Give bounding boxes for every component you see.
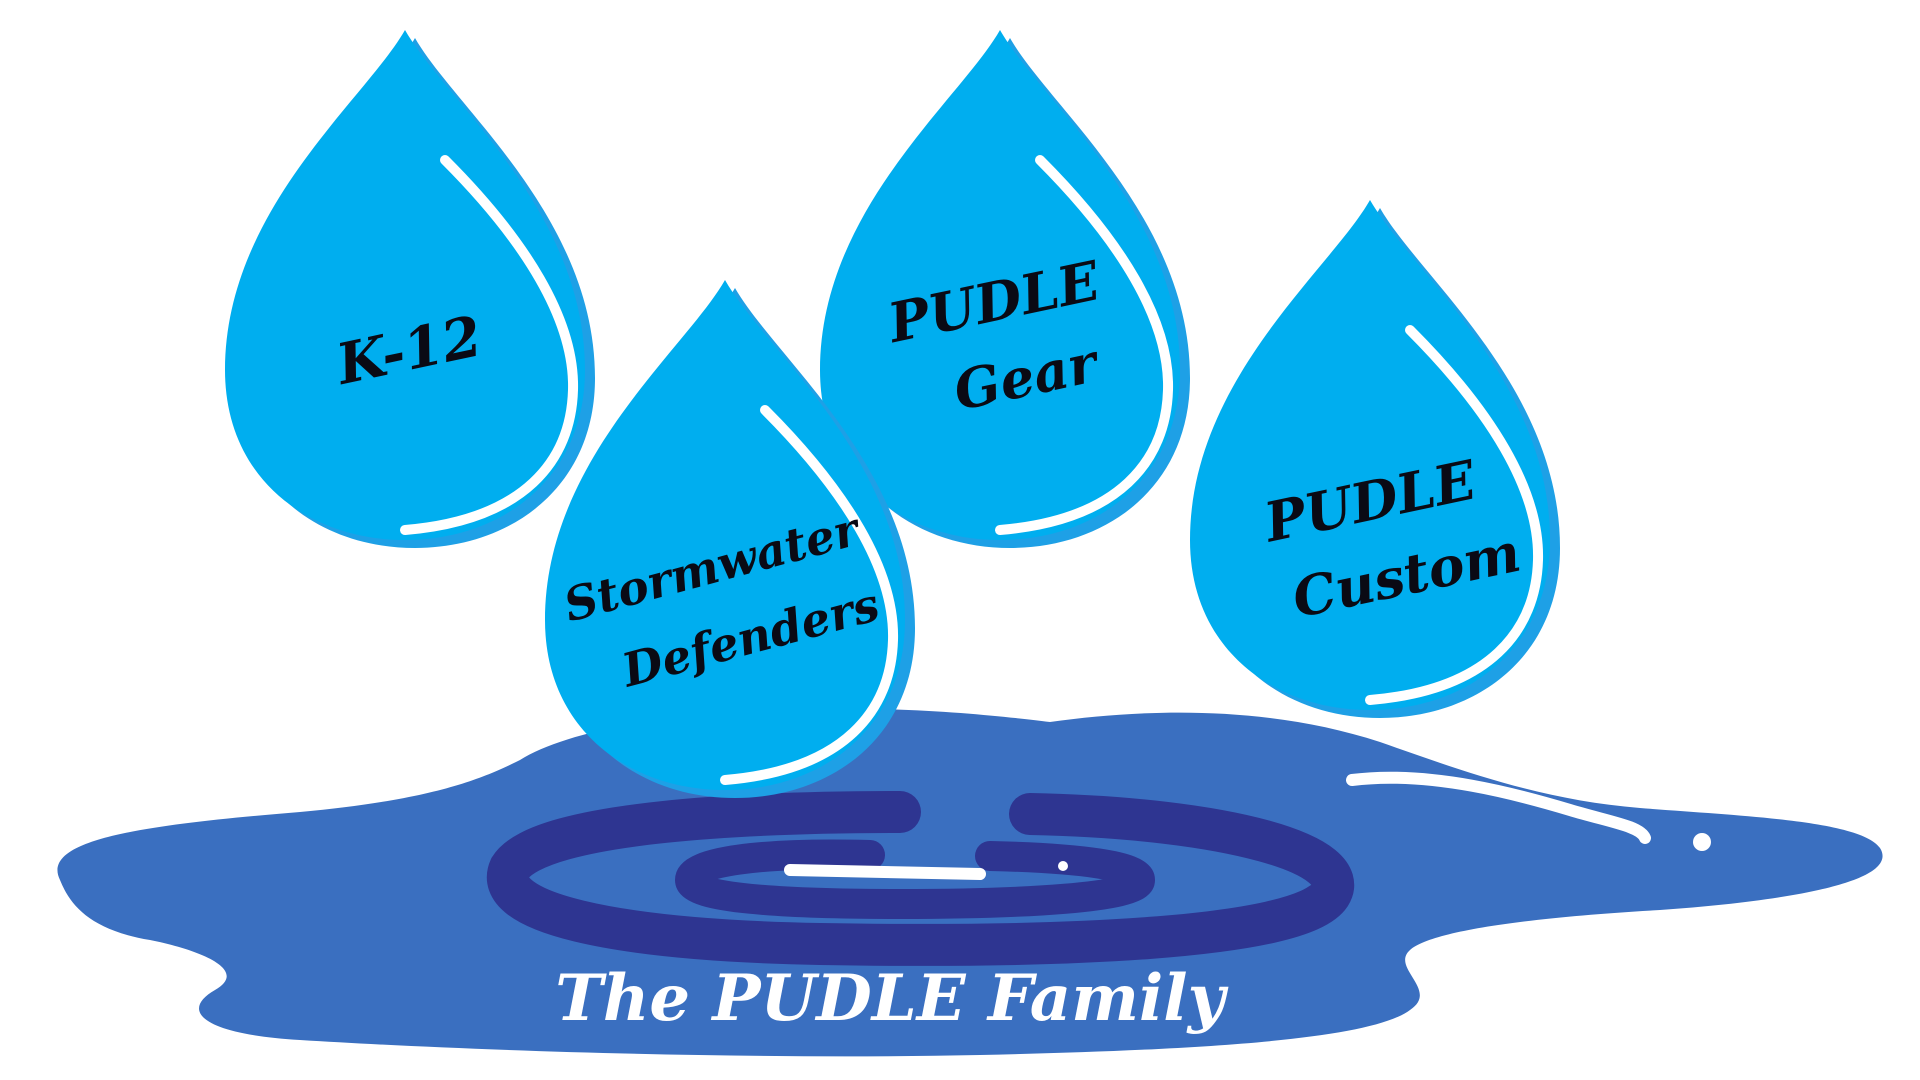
- drop-k12: K-12: [225, 30, 595, 548]
- drop-pudle-gear: PUDLE Gear: [820, 30, 1190, 548]
- puddle-highlight-center: [784, 864, 986, 880]
- puddle-dot: [1693, 833, 1711, 851]
- drop-pudle-custom: PUDLE Custom: [1190, 200, 1560, 718]
- ripple-outer: [487, 791, 1355, 966]
- drop-stormwater-defenders: Stormwater Defenders: [545, 280, 915, 798]
- puddle: The PUDLE Family: [57, 708, 1883, 1057]
- puddle-dot-small: [1058, 861, 1068, 871]
- drop-highlight: [1365, 325, 1544, 705]
- puddle-title: The PUDLE Family: [555, 961, 1228, 1036]
- drop-highlight: [400, 155, 579, 535]
- puddle-highlight-right: [1346, 771, 1651, 844]
- puddle-shape: [57, 708, 1883, 1057]
- drop-highlight: [995, 155, 1174, 535]
- ripple-middle: [674, 839, 1156, 920]
- drop-highlight: [720, 405, 899, 785]
